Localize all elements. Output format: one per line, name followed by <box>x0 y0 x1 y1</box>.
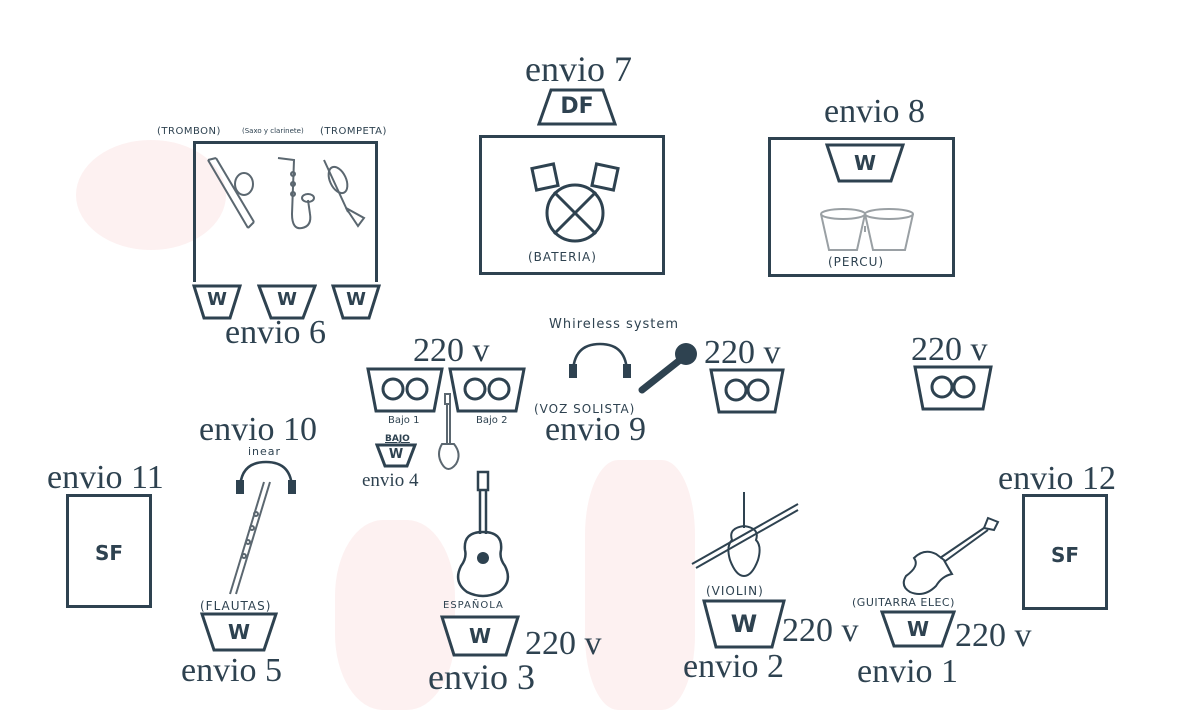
envio-1-label: envio 1 <box>857 653 959 690</box>
saxophone-icon <box>277 157 315 230</box>
saxo-caption: (Saxo y clarinete) <box>242 127 304 135</box>
trombon-caption: (TROMBON) <box>157 126 221 137</box>
trombone-icon <box>207 157 255 229</box>
inear-headphones-icon <box>236 460 296 494</box>
headphones-icon <box>569 342 631 378</box>
envio-10-label: envio 10 <box>199 411 318 448</box>
background-blob <box>76 140 226 250</box>
flautas-w-monitor: W <box>200 612 278 652</box>
bajo1-caption: Bajo 1 <box>388 415 420 426</box>
background-blob <box>585 460 695 710</box>
brass-w-monitor-3: W <box>331 284 381 320</box>
wireless-caption: Whireless system <box>549 317 680 332</box>
envio-7-label: envio 7 <box>525 49 632 89</box>
violin-icon <box>691 492 799 578</box>
power-220v-label-envio3: 220 v <box>525 625 602 662</box>
spanish-guitar-icon <box>456 470 510 598</box>
power-220v-label-envio1: 220 v <box>955 617 1032 654</box>
bateria-caption: (BATERIA) <box>528 250 597 264</box>
percu-w-monitor: W <box>825 143 905 183</box>
sf-label: SF <box>94 541 124 565</box>
violin-caption: (VIOLIN) <box>706 584 764 598</box>
bongos-icon <box>820 208 914 251</box>
bateria-area: (BATERIA) <box>479 135 665 275</box>
espanola-w-monitor: W <box>440 615 520 657</box>
right-amp <box>913 365 993 411</box>
bass-amp-2 <box>448 367 526 413</box>
w-label: W <box>277 289 297 310</box>
envio-6-label: envio 6 <box>225 314 327 351</box>
envio-12-label: envio 12 <box>998 460 1117 497</box>
brass-w-monitor-1: W <box>192 284 242 320</box>
envio-5-label: envio 5 <box>181 652 283 689</box>
envio-8-label: envio 8 <box>824 93 926 130</box>
envio-4-label: envio 4 <box>362 470 419 491</box>
df-wedge-monitor: DF <box>537 88 617 126</box>
envio-2-label: envio 2 <box>683 648 785 685</box>
violin-w-monitor: W <box>702 599 786 649</box>
bass-guitar-icon <box>438 393 460 470</box>
center-amp <box>709 368 785 414</box>
electric-guitar-icon <box>902 516 1000 595</box>
inear-caption: inear <box>248 445 282 458</box>
brass-w-monitor-2: W <box>257 284 317 320</box>
w-label: W <box>906 617 930 641</box>
flute-icon <box>229 481 271 595</box>
percu-caption: (PERCU) <box>828 255 885 269</box>
w-label: W <box>388 447 404 462</box>
percu-area: W (PERCU) <box>768 137 955 277</box>
w-label: W <box>207 289 227 310</box>
bajo-monitor-caption: BAJO <box>385 434 410 444</box>
envio-11-label: envio 11 <box>47 459 164 496</box>
power-220v-label-right: 220 v <box>911 331 988 368</box>
w-label: W <box>468 624 492 648</box>
bass-amp-1 <box>366 367 444 413</box>
envio-9-label: envio 9 <box>545 411 647 448</box>
background-blob <box>335 520 455 710</box>
sf-label: SF <box>1050 543 1080 567</box>
w-label: W <box>227 620 251 644</box>
power-220v-label-center: 220 v <box>704 334 781 371</box>
power-220v-label-bass: 220 v <box>413 332 490 369</box>
bajo-w-monitor: W <box>375 443 417 468</box>
side-fill-right: SF <box>1022 494 1108 610</box>
guitarra-caption: (GUITARRA ELEC) <box>852 596 955 609</box>
trumpet-icon <box>323 159 366 228</box>
envio-3-label: envio 3 <box>428 657 535 697</box>
brass-area <box>193 141 378 282</box>
microphone-icon <box>638 343 697 394</box>
df-label: DF <box>560 94 594 119</box>
power-220v-label-envio2: 220 v <box>782 612 859 649</box>
voz-solista-caption: (VOZ SOLISTA) <box>534 402 636 416</box>
espanola-caption: ESPAÑOLA <box>443 600 504 611</box>
guitarra-w-monitor: W <box>880 610 956 648</box>
drum-kit-icon <box>530 162 620 243</box>
bajo2-caption: Bajo 2 <box>476 415 508 426</box>
side-fill-left: SF <box>66 494 152 608</box>
w-label: W <box>730 610 758 638</box>
w-label: W <box>853 151 877 175</box>
flautas-caption: (FLAUTAS) <box>200 599 272 613</box>
w-label: W <box>346 289 366 310</box>
trompeta-caption: (TROMPETA) <box>320 126 387 137</box>
